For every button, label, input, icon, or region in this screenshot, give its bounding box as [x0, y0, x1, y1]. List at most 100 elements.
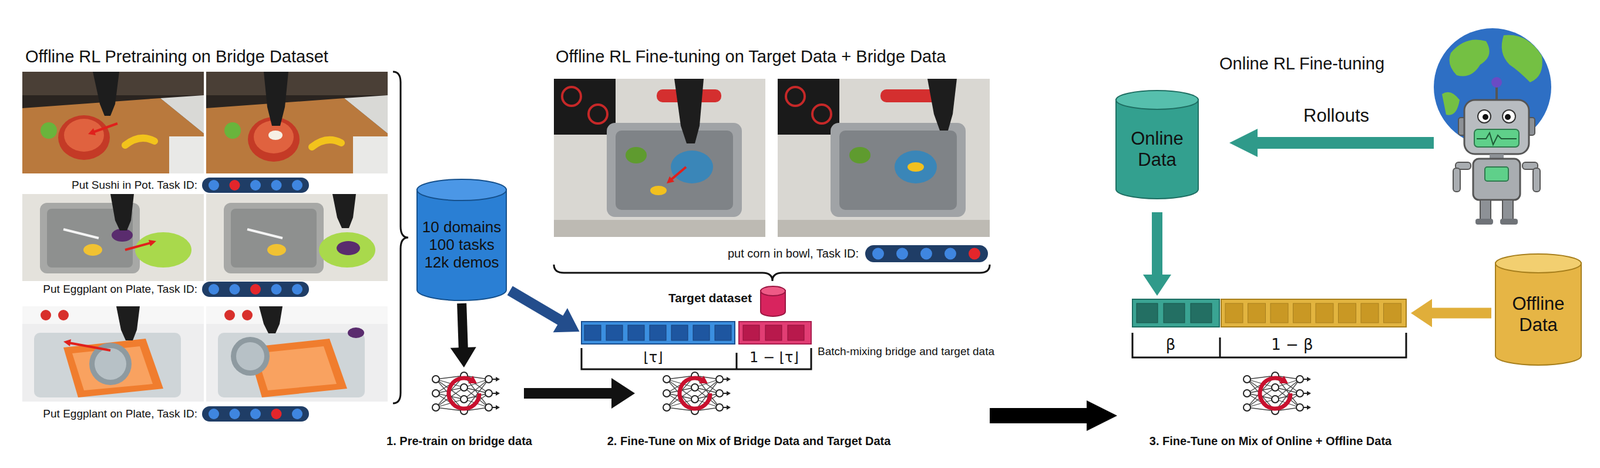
robot-photo-part — [92, 71, 120, 116]
robot-photo-part — [812, 104, 832, 124]
cylinder-label-box: 10 domains 100 tasks 12k demos — [416, 199, 507, 291]
batch-bar-part — [581, 321, 735, 344]
robot-part — [1500, 218, 1518, 225]
robot-photo — [553, 78, 766, 237]
curly-brace — [553, 264, 990, 281]
robot-photo-part — [206, 306, 388, 402]
neuron — [663, 375, 671, 383]
mix-ratio: 1 − β — [1271, 335, 1313, 354]
task-id-pill-part — [271, 179, 282, 191]
step-label: 1. Pre-train on bridge data — [386, 433, 533, 448]
cylinder-top — [1495, 253, 1582, 273]
task-id-pill-part — [208, 179, 220, 191]
robot-photo-part — [259, 306, 283, 334]
batch-bar-part — [584, 324, 601, 341]
batch-bar-part — [743, 324, 760, 341]
data-cylinder: Target dataset — [760, 285, 786, 317]
caption-text: Rollouts — [1303, 104, 1370, 127]
robot-photo — [22, 71, 204, 174]
robot-photo-part — [927, 78, 957, 131]
robot-photo-part — [206, 71, 388, 174]
robot-part — [1480, 199, 1491, 220]
task-id-pill-part — [271, 283, 282, 295]
network-output — [1303, 392, 1308, 394]
cylinder-text: Online Data — [1118, 128, 1196, 170]
robot-photo-part — [777, 219, 990, 237]
neuron — [716, 375, 724, 383]
neuron — [485, 403, 493, 411]
network-output — [492, 378, 497, 380]
batch-bar-part — [627, 324, 645, 341]
robot-photo-part — [666, 176, 675, 184]
stage-arrow — [989, 400, 1118, 431]
batch-bar-part — [738, 321, 812, 344]
batch-bar-part — [1248, 303, 1266, 323]
robot-photo-part — [615, 130, 734, 210]
robot-photo-part — [907, 162, 924, 172]
cylinder-label-box: Offline Data — [1494, 271, 1582, 356]
batch-bar-part — [1293, 303, 1312, 323]
robot-photo-part — [674, 78, 704, 144]
robot-photo-part — [650, 185, 667, 196]
arrow-shaft — [1151, 212, 1163, 279]
batch-bar-part — [787, 324, 805, 341]
cylinder-top — [417, 179, 507, 201]
batch-bar-part — [1338, 303, 1357, 323]
globe-part — [1449, 39, 1490, 77]
neuron — [716, 403, 724, 411]
robot-part — [1475, 218, 1494, 225]
robot-part — [1502, 199, 1514, 220]
section-title: Offline RL Pretraining on Bridge Dataset — [25, 46, 329, 67]
robot-photo-part — [894, 150, 937, 184]
arrow-shaft — [461, 303, 464, 352]
mix-ratio: 1 − ⌊τ⌋ — [749, 348, 799, 366]
batch-bar — [1132, 298, 1407, 327]
network-output-head — [1306, 404, 1312, 410]
network-output-head — [495, 376, 500, 382]
robot-photo-part — [318, 232, 376, 268]
robot-photo-part — [588, 104, 608, 124]
task-id-pill-part — [250, 408, 261, 419]
task-id-pill-part — [271, 408, 282, 419]
robot-photo — [206, 71, 388, 174]
robot-part — [1474, 129, 1519, 147]
robot — [1453, 76, 1541, 225]
batch-bar-part — [1270, 303, 1289, 323]
arrow-head — [1410, 298, 1433, 327]
caption-text: Put Eggplant on Plate, Task ID: — [42, 407, 198, 421]
robot-photo-part — [347, 327, 365, 338]
task-id-pill-part — [872, 247, 884, 260]
robot-photo-part — [241, 309, 253, 321]
network-output — [723, 392, 728, 394]
neuron — [432, 389, 440, 397]
task-id-pill — [202, 281, 309, 297]
cylinder-body — [1116, 99, 1199, 199]
robot-photo-part — [223, 202, 324, 274]
robot-photo-part — [236, 341, 265, 371]
robot-photo-part — [160, 95, 204, 134]
robot-photo-part — [670, 150, 714, 184]
robot-photo-part — [839, 130, 957, 210]
caption-text: put corn in bowl, Task ID: — [727, 246, 859, 261]
task-id-pill-part — [944, 247, 957, 260]
robot-photo-part — [111, 228, 133, 242]
caption-text: Put Sushi in Pot. Task ID: — [71, 178, 198, 193]
robot-photo-part — [63, 338, 164, 398]
robot-photo-part — [777, 78, 840, 135]
update-arrow-head — [698, 375, 708, 383]
update-arrow-head — [1279, 375, 1289, 383]
robot-photo-part — [22, 306, 204, 324]
batch-bar-part — [1383, 303, 1402, 323]
connector-arrow — [450, 303, 477, 368]
batch-bar-part — [649, 324, 667, 341]
network-icon-shape — [427, 369, 501, 417]
batch-bar-part — [714, 324, 732, 341]
task-id-pill-part — [202, 405, 309, 422]
arrow-shaft — [1427, 307, 1492, 318]
task-id-pill-part — [208, 408, 220, 419]
robot-part — [1484, 166, 1509, 181]
robot-photo-part — [135, 232, 192, 268]
robot-photo-part — [625, 146, 647, 164]
task-id-pill-part — [250, 179, 261, 191]
robot-photo-part — [63, 338, 72, 346]
